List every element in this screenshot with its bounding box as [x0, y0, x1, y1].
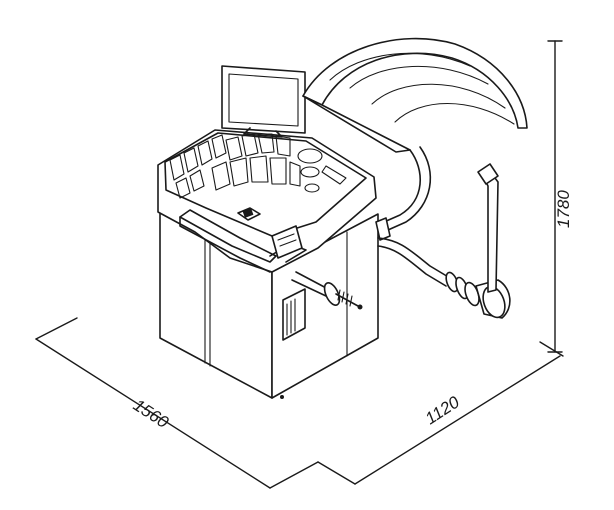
width-dimension-label: 1560 — [130, 395, 173, 432]
gauge-arm-top — [377, 237, 451, 279]
cabinet-right-face — [271, 213, 379, 399]
guard-rib-2 — [349, 65, 489, 89]
round-tray-2 — [300, 166, 320, 178]
panel-front-edge — [179, 216, 271, 273]
round-tray-3 — [304, 183, 320, 193]
guard-rib-4 — [394, 102, 515, 125]
compartment-6 — [189, 169, 205, 192]
compartment-11 — [211, 161, 231, 191]
dimension-lines — [35, 40, 564, 489]
compartment-16 — [321, 165, 347, 185]
shaft-tip — [357, 304, 363, 310]
monitor — [221, 65, 306, 138]
compartment-7 — [225, 136, 243, 161]
width-dim-line — [35, 338, 271, 489]
compartment-14 — [269, 157, 287, 185]
guard-shell — [302, 37, 528, 129]
guard-rib-3 — [371, 83, 506, 109]
compartment-3 — [197, 140, 213, 166]
compartment-10 — [275, 135, 291, 157]
height-dimension-label: 1780 — [554, 190, 573, 228]
guard-arm-outer — [383, 149, 421, 223]
monitor-stand — [243, 127, 283, 138]
compartment-9 — [257, 133, 275, 154]
depth-dim-line — [354, 355, 561, 485]
start-button — [242, 208, 254, 218]
width-dim-corner — [269, 461, 319, 489]
monitor-screen — [228, 73, 299, 127]
compartment-15 — [289, 161, 301, 187]
gauge-arm-bottom — [377, 245, 447, 287]
shaft-housing-detail — [277, 233, 297, 247]
shaft-lower-edge — [291, 279, 327, 297]
compartment-5 — [175, 177, 191, 199]
compartment-1 — [169, 154, 185, 181]
service-door-vents — [286, 298, 296, 336]
width-dim-left-tick — [35, 317, 78, 340]
compartment-12 — [229, 157, 249, 187]
control-panel — [157, 129, 377, 273]
compartment-4 — [211, 134, 227, 159]
depth-dim-right-tick — [539, 341, 564, 357]
gauge-arm — [377, 163, 511, 319]
sensor-rod — [483, 173, 499, 293]
sensor-rod-cap — [477, 163, 499, 185]
panel-tray — [179, 209, 277, 263]
monitor-frame — [221, 65, 306, 134]
guard-hinge — [375, 217, 391, 241]
guard-arm-inner — [387, 146, 432, 231]
round-tray-1 — [297, 148, 323, 164]
compartment-2 — [183, 147, 199, 173]
depth-dimension-label: 1120 — [422, 392, 463, 428]
shaft-thread — [337, 289, 353, 307]
service-door — [282, 288, 306, 341]
depth-dim-left-tick — [317, 461, 356, 485]
flange — [323, 282, 341, 306]
wheel-guard — [302, 37, 528, 241]
guard-rib-1 — [329, 52, 471, 81]
cabinet-foot-dot — [280, 395, 284, 399]
shaft-assembly — [269, 225, 363, 310]
compartment-13 — [249, 155, 269, 183]
